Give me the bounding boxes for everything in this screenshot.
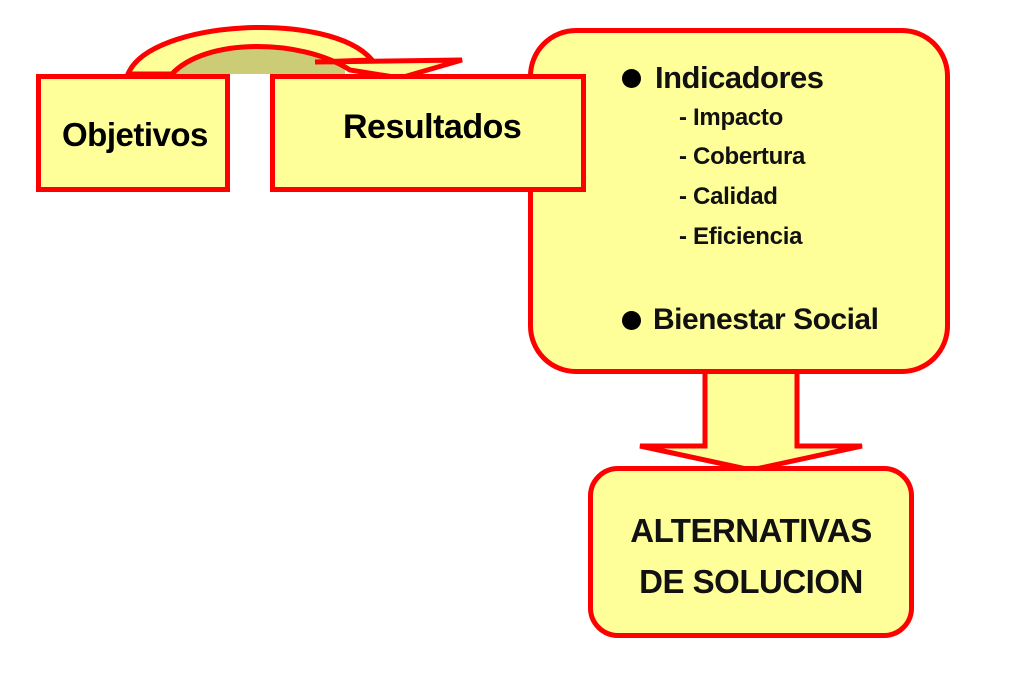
indicador-item-cobertura: - Cobertura [679,143,806,170]
alternativas-box [588,466,914,638]
indicadores-heading: Indicadores [622,60,824,96]
bullet-icon [622,310,641,330]
indicadores-heading-text: Indicadores [655,60,824,95]
indicador-item-eficiencia: - Eficiencia [679,223,803,250]
objetivos-box [36,74,230,192]
indicador-item-calidad: - Calidad [679,183,778,210]
resultados-label: Resultados [343,108,522,146]
alternativas-line1: ALTERNATIVAS [630,512,872,549]
alternativas-line2: DE SOLUCION [639,563,863,600]
objetivos-label: Objetivos [62,116,208,153]
down-arrow [639,367,863,473]
indicadores-box [528,28,950,374]
resultados-box [270,74,586,192]
bienestar-heading: Bienestar Social [622,303,879,337]
indicador-item-impacto: - Impacto [679,104,783,131]
bienestar-text: Bienestar Social [653,303,879,336]
bullet-icon [622,68,641,88]
curved-arrow [124,24,463,81]
